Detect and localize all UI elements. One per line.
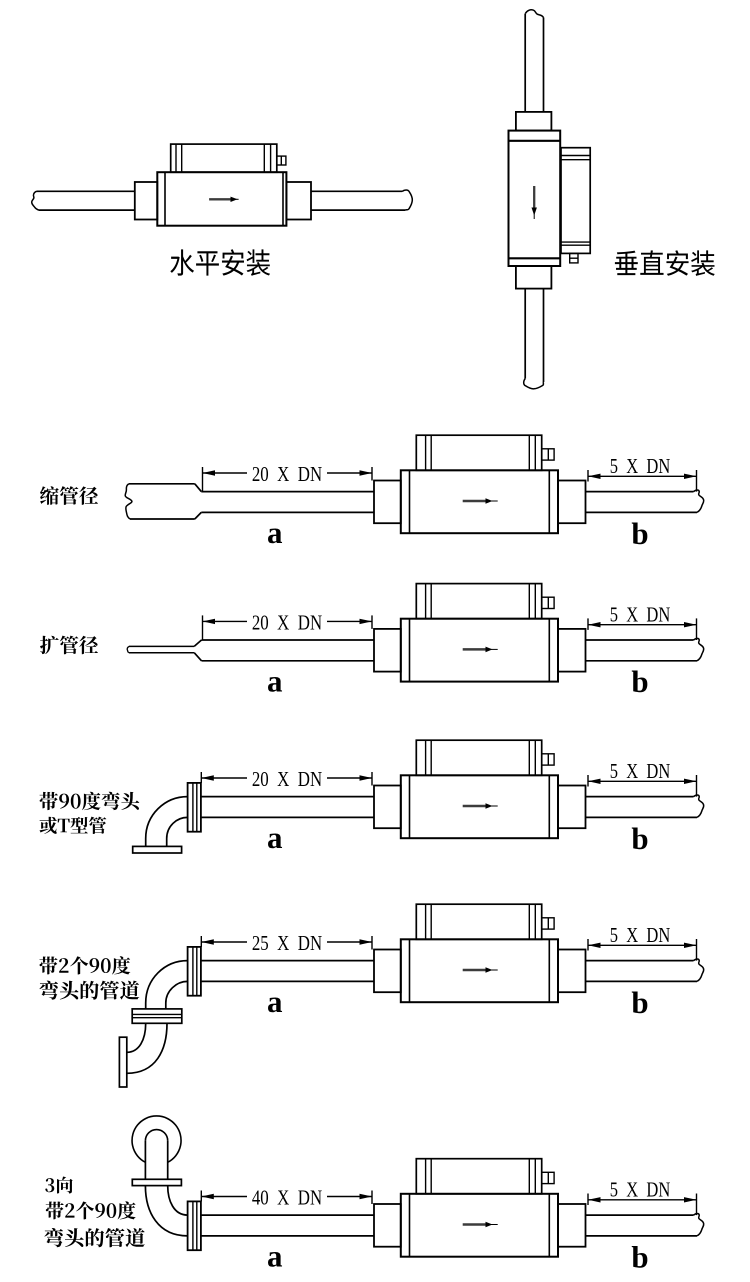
svg-text:b: b: [631, 985, 648, 1020]
svg-text:a: a: [267, 515, 283, 550]
svg-text:a: a: [267, 1239, 283, 1274]
svg-text:a: a: [267, 984, 283, 1019]
svg-text:25 X DN: 25 X DN: [252, 931, 322, 955]
svg-text:b: b: [631, 821, 648, 856]
svg-text:5 X DN: 5 X DN: [610, 602, 671, 626]
svg-text:b: b: [631, 664, 648, 699]
svg-text:5 X DN: 5 X DN: [610, 1178, 671, 1202]
svg-text:5 X DN: 5 X DN: [610, 454, 671, 478]
svg-text:b: b: [631, 1239, 648, 1274]
svg-text:40 X DN: 40 X DN: [252, 1185, 322, 1209]
svg-text:20 X DN: 20 X DN: [252, 610, 322, 634]
svg-text:5 X DN: 5 X DN: [610, 759, 671, 783]
svg-text:a: a: [267, 663, 283, 698]
svg-text:5 X DN: 5 X DN: [610, 923, 671, 947]
svg-text:b: b: [631, 516, 648, 551]
svg-text:a: a: [267, 820, 283, 855]
svg-text:20 X DN: 20 X DN: [252, 462, 322, 486]
svg-text:20 X DN: 20 X DN: [252, 767, 322, 791]
